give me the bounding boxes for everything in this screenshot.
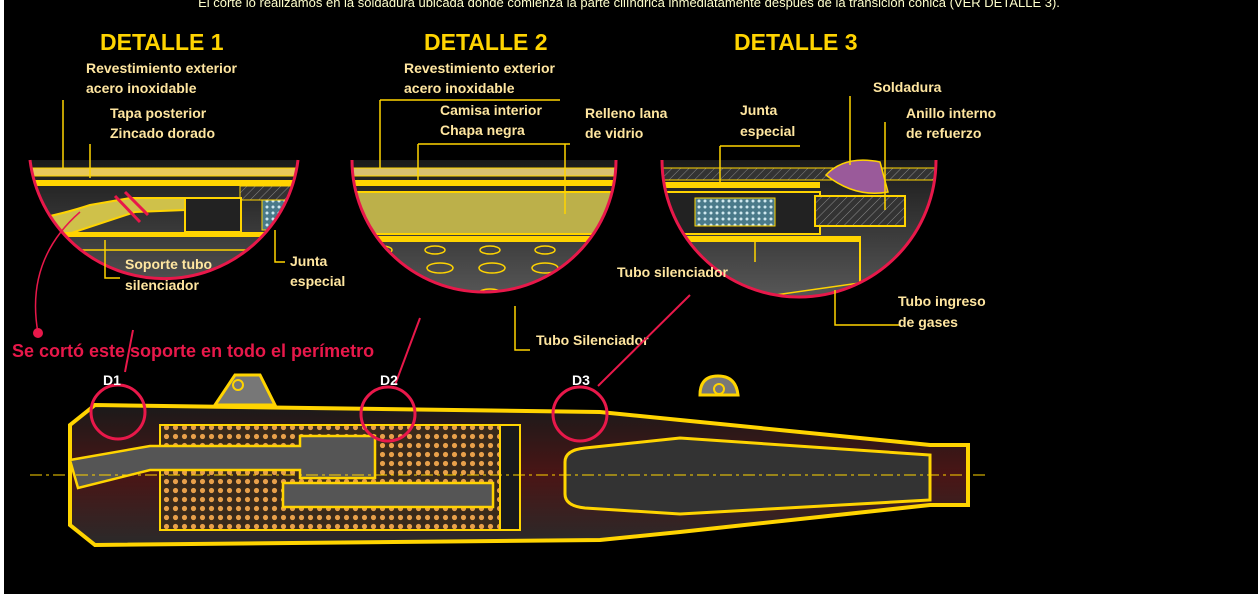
marker-d3: D3 <box>572 372 590 388</box>
d1-label-revestimiento: Revestimiento exterior <box>86 60 237 76</box>
d1-label-silenciador: silenciador <box>125 277 199 293</box>
d3-label-anillo: Anillo interno <box>906 105 996 121</box>
d1-label-acero: acero inoxidable <box>86 80 197 96</box>
d3-label-tubo-ingreso: Tubo ingreso <box>898 293 986 309</box>
detail-2-circle <box>350 99 618 351</box>
d2-label-vidrio: de vidrio <box>585 125 643 141</box>
d2-label-tubo-silenciador: Tubo Silenciador <box>536 332 649 348</box>
marker-circle-d2 <box>359 385 417 443</box>
d2-label-camisa: Camisa interior <box>440 102 542 118</box>
muffler-body <box>30 373 985 548</box>
cut-note-arrow <box>34 211 81 334</box>
d3-label-gases: de gases <box>898 314 958 330</box>
d1-label-zincado: Zincado dorado <box>110 125 215 141</box>
d3-label-tubo-silenciador: Tubo silenciador <box>617 264 729 280</box>
marker-circle-d1 <box>89 383 147 441</box>
cut-note-text: Se cortó este soporte en todo el perímet… <box>12 341 374 361</box>
detail-3-title: DETALLE 3 <box>734 29 858 55</box>
marker-d2: D2 <box>380 372 398 388</box>
d2-label-relleno: Relleno lana <box>585 105 668 121</box>
d1-label-junta: Junta <box>290 253 328 269</box>
d3-label-refuerzo: de refuerzo <box>906 125 981 141</box>
cut-note-dot <box>33 328 43 338</box>
marker-d1: D1 <box>103 372 121 388</box>
d1-label-especial: especial <box>290 273 345 289</box>
d2-label-acero: acero inoxidable <box>404 80 515 96</box>
d2-label-chapa: Chapa negra <box>440 122 525 138</box>
d2-label-revestimiento: Revestimiento exterior <box>404 60 555 76</box>
diagram-caption: El corte lo realizamos en la soldadura u… <box>198 0 1060 10</box>
d3-label-especial: especial <box>740 123 795 139</box>
detail-2-title: DETALLE 2 <box>424 29 548 55</box>
d3-label-junta: Junta <box>740 102 778 118</box>
detail-1-title: DETALLE 1 <box>100 29 224 55</box>
d1-label-tapa: Tapa posterior <box>110 105 207 121</box>
marker-circle-d3 <box>551 385 609 443</box>
d3-label-soldadura: Soldadura <box>873 79 942 95</box>
d1-label-soporte: Soporte tubo <box>125 256 212 272</box>
